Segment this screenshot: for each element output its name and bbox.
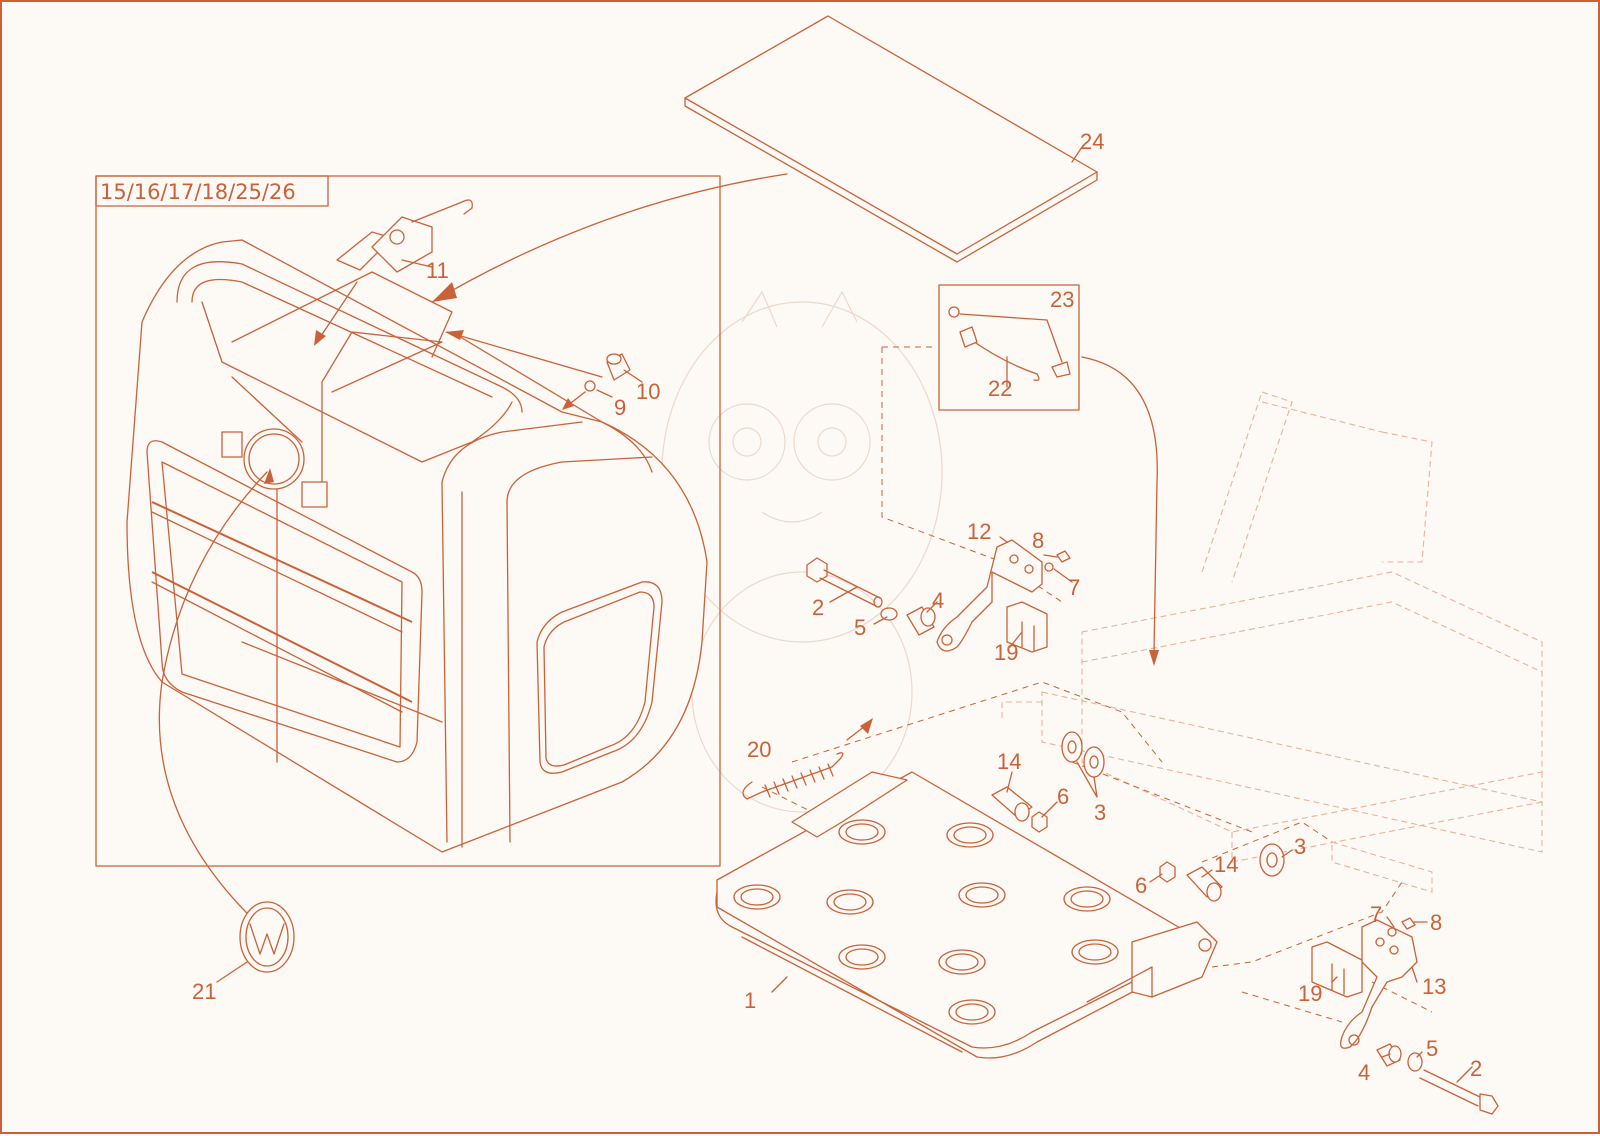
washer-part-9 <box>584 380 596 392</box>
callout-11: 11 <box>426 258 449 283</box>
bolt-part-2-upper <box>806 557 883 608</box>
spring-part-20 <box>742 752 844 800</box>
shim-part-19-upper <box>1006 601 1048 653</box>
hood-cowl <box>126 239 708 853</box>
arrow-latch <box>316 281 358 343</box>
washer-part-7-lower <box>1387 927 1397 937</box>
callout-8-upper: 8 <box>1032 528 1044 553</box>
callout-23: 23 <box>1050 287 1074 312</box>
nut-part-6-lower <box>1159 861 1176 883</box>
callout-12: 12 <box>967 519 991 544</box>
group-box-label: 15/16/17/18/25/26 <box>100 180 296 204</box>
callout-5-lower: 5 <box>1426 1036 1438 1061</box>
callout-6-upper: 6 <box>1057 784 1069 809</box>
bracket-part-13 <box>1339 919 1418 1049</box>
knob-part-10 <box>606 353 631 381</box>
nut-part-6-upper <box>1031 811 1048 833</box>
group-box-label-frame <box>95 175 329 207</box>
emblem-part-21 <box>239 901 295 973</box>
arrow-knob-to-hood <box>446 331 603 378</box>
callout-4-lower: 4 <box>1358 1060 1370 1085</box>
callout-1: 1 <box>744 988 756 1013</box>
callout-21: 21 <box>192 979 216 1004</box>
bolt-part-8-upper <box>1056 550 1071 563</box>
spacer-part-14-upper <box>991 786 1033 822</box>
shim-part-19-lower <box>1311 941 1363 998</box>
callout-9: 9 <box>614 395 626 420</box>
callout-20: 20 <box>747 737 771 762</box>
callout-7-lower: 7 <box>1370 902 1382 927</box>
callout-5-upper: 5 <box>854 615 866 640</box>
callout-13: 13 <box>1422 974 1446 999</box>
bracket-part-12 <box>936 539 1043 652</box>
arrow-mat-to-hood <box>431 173 788 303</box>
washers-part-3-upper <box>1061 731 1105 778</box>
cable-part-22 <box>948 306 1071 382</box>
callout-10: 10 <box>636 379 660 404</box>
callout-14-upper: 14 <box>997 749 1021 774</box>
callout-22: 22 <box>988 376 1012 401</box>
washer-part-7-upper <box>1044 562 1054 572</box>
cable-kit-box <box>938 284 1080 411</box>
callout-3-upper: 3 <box>1094 800 1106 825</box>
washer-part-3-lower <box>1259 843 1285 877</box>
callout-8-lower: 8 <box>1430 910 1442 935</box>
bolt-part-8-lower <box>1401 917 1416 930</box>
callout-19-lower: 19 <box>1298 981 1322 1006</box>
callout-4-upper: 4 <box>932 588 944 613</box>
bolt-part-2-lower <box>1419 1069 1499 1115</box>
group-box-frame <box>95 175 721 867</box>
step-platform-part-1 <box>715 771 1218 1059</box>
platform-holes <box>733 819 1119 1025</box>
washer-part-5-upper <box>880 607 898 621</box>
arrow-cable <box>1081 356 1158 653</box>
callout-19-upper: 19 <box>994 640 1018 665</box>
callout-24: 24 <box>1080 129 1104 154</box>
washer-part-5-lower <box>1407 1052 1423 1072</box>
mat-part-24 <box>684 15 1098 263</box>
latch-part-11 <box>336 199 473 273</box>
arrow-emblem <box>158 471 273 938</box>
callout-7-upper: 7 <box>1068 575 1080 600</box>
callout-labels: 24 11 10 9 23 22 12 8 7 2 5 4 19 20 14 6… <box>192 129 1482 1085</box>
callout-3-lower: 3 <box>1294 834 1306 859</box>
spacer-part-14-lower <box>1186 866 1223 902</box>
bushing-part-4-upper <box>906 606 936 636</box>
leader-lines <box>216 146 1473 1083</box>
callout-2-upper: 2 <box>812 595 824 620</box>
callout-14-lower: 14 <box>1214 852 1238 877</box>
ghost-machine-frame <box>1001 391 1543 893</box>
callout-6-lower: 6 <box>1135 873 1147 898</box>
callout-2-lower: 2 <box>1470 1056 1482 1081</box>
